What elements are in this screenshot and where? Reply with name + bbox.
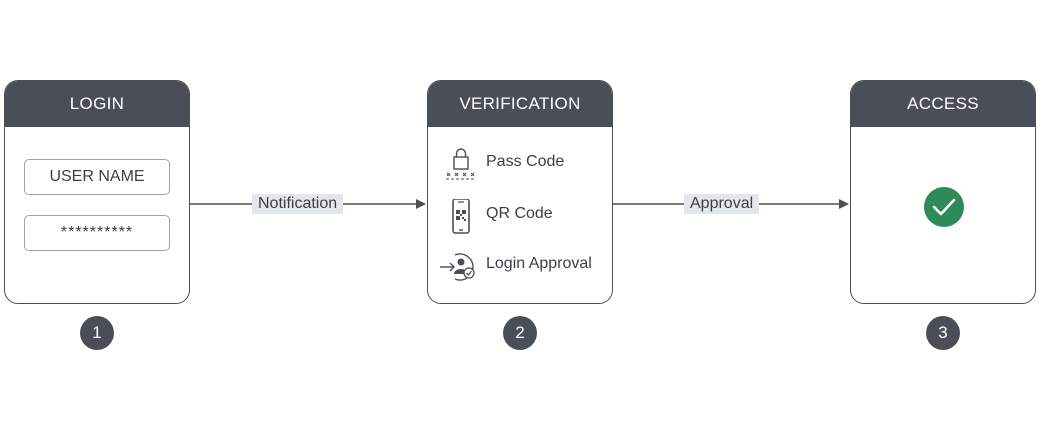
method-login-approval: Login Approval — [428, 245, 612, 285]
phone-qr-icon — [452, 199, 470, 234]
method-pass-code-label: Pass Code — [486, 153, 565, 170]
access-card: ACCESS — [850, 80, 1036, 304]
username-field[interactable]: USER NAME — [24, 159, 170, 195]
approval-connector: Approval — [613, 194, 850, 214]
password-field[interactable]: ********** — [24, 215, 170, 251]
method-qr-code: QR Code — [428, 195, 612, 235]
step-1-badge: 1 — [80, 316, 114, 350]
notification-connector: Notification — [190, 194, 427, 214]
verification-card-header: VERIFICATION — [428, 81, 612, 127]
access-card-header: ACCESS — [851, 81, 1035, 127]
check-icon — [924, 187, 964, 227]
method-login-approval-label: Login Approval — [486, 255, 592, 272]
login-card-header: LOGIN — [5, 81, 189, 127]
login-approval-icon — [440, 253, 475, 281]
lock-passcode-icon — [446, 148, 475, 180]
notification-label: Notification — [252, 194, 344, 214]
login-card: LOGIN USER NAME ********** — [4, 80, 190, 304]
verification-card: VERIFICATION Pass Code — [427, 80, 613, 304]
step-2-badge: 2 — [503, 316, 537, 350]
method-qr-code-label: QR Code — [486, 205, 553, 222]
step-3-badge: 3 — [926, 316, 960, 350]
approval-label: Approval — [684, 194, 760, 214]
method-pass-code: Pass Code — [428, 143, 612, 183]
